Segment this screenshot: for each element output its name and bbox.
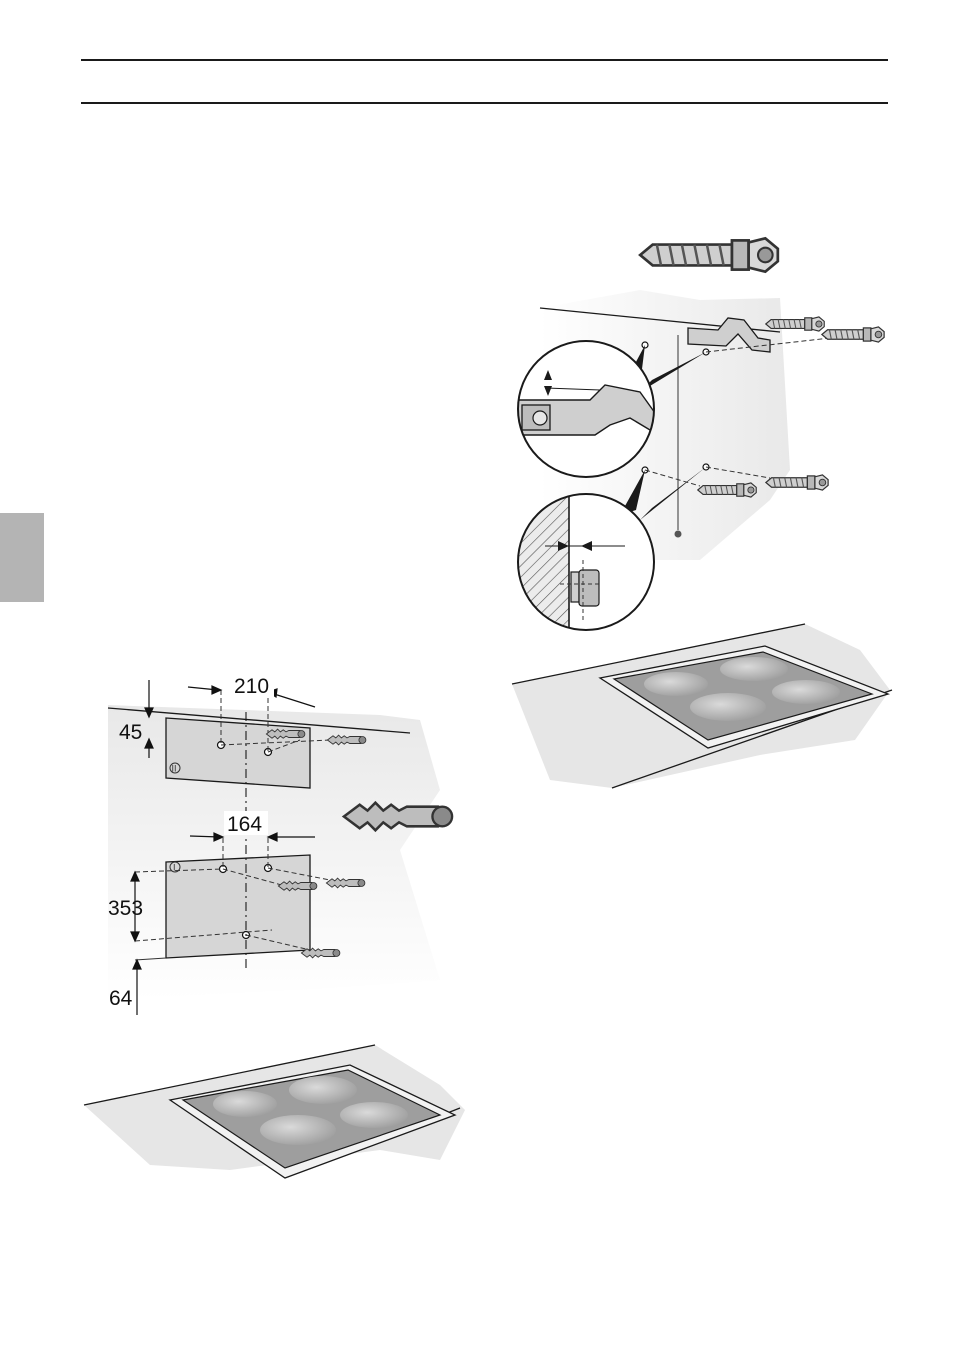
burner bbox=[644, 672, 708, 696]
screw-icon bbox=[766, 317, 824, 331]
left-wall-figure: II I bbox=[108, 673, 452, 1015]
burner bbox=[340, 1102, 408, 1128]
upper-template-mark: II bbox=[172, 764, 177, 774]
dimension-164: 164 bbox=[227, 813, 262, 836]
screw-icon bbox=[766, 475, 828, 490]
right-hob-figure bbox=[512, 624, 892, 788]
burner bbox=[260, 1115, 336, 1145]
burner bbox=[690, 693, 766, 721]
dimension-353: 353 bbox=[108, 897, 143, 920]
upper-template bbox=[166, 718, 310, 788]
burner bbox=[772, 680, 840, 704]
screw-icon bbox=[698, 483, 756, 497]
dimension-210: 210 bbox=[234, 675, 269, 698]
wall-spacing-detail-circle bbox=[515, 490, 654, 635]
screw-icon bbox=[822, 327, 884, 342]
burner bbox=[289, 1076, 357, 1104]
burner bbox=[720, 657, 788, 681]
burner bbox=[213, 1091, 277, 1117]
dimension-64: 64 bbox=[109, 987, 133, 1010]
left-hob-figure bbox=[84, 1045, 465, 1178]
screw-large-icon bbox=[640, 238, 778, 271]
dimension-45: 45 bbox=[119, 721, 142, 744]
